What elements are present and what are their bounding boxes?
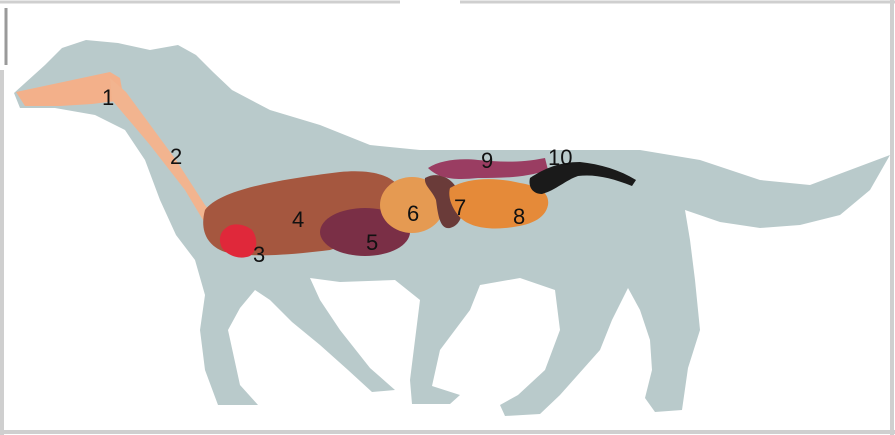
- label-8: 8: [513, 204, 525, 229]
- label-4: 4: [292, 207, 304, 232]
- label-1: 1: [102, 85, 114, 110]
- label-10: 10: [548, 145, 572, 170]
- label-5: 5: [366, 230, 378, 255]
- label-7: 7: [454, 195, 466, 220]
- label-9: 9: [481, 148, 493, 173]
- label-2: 2: [170, 144, 182, 169]
- label-3: 3: [253, 242, 265, 267]
- label-6: 6: [407, 201, 419, 226]
